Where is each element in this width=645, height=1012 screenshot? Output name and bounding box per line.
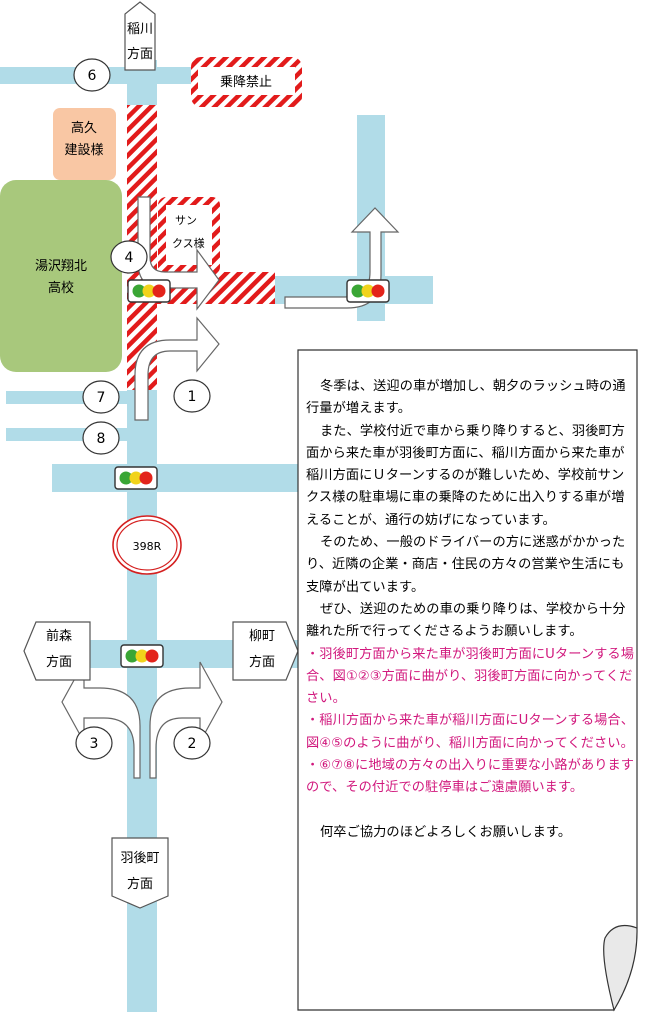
yanagimachi-sign: [232, 621, 299, 681]
traffic-light-1: [127, 279, 171, 303]
marker-6-circle: [73, 58, 111, 92]
inagawa-label-2: 方面: [127, 46, 153, 62]
marker-7-circle: [82, 380, 120, 414]
notice-closing: 何卒ご協力のほどよろしくお願いします。: [320, 824, 572, 840]
marker-6: 6: [88, 68, 97, 84]
school-building: [0, 180, 122, 372]
maemori-label-1: 前森: [46, 628, 72, 644]
notice-bullet-2: ・稲川方面から来た車が稲川方面にUターンする場合、図④⑤のように曲がり、稲川方面…: [306, 713, 634, 751]
ugomachi-sign: [111, 837, 169, 909]
arrow-2-right: [149, 661, 223, 779]
inagawa-sign: [124, 1, 156, 71]
notice-text: 冬季は、送迎の車が増加し、朝夕のラッシュ時の通行量が増えます。 また、学校付近で…: [306, 376, 636, 844]
marker-8: 8: [97, 431, 106, 447]
maemori-label-2: 方面: [46, 654, 72, 670]
traffic-light-3: [114, 466, 158, 490]
marker-7: 7: [97, 390, 106, 406]
marker-4-circle: [110, 240, 148, 274]
arrow-1-right: [134, 316, 220, 421]
marker-1: 1: [188, 389, 197, 405]
number-markers: [73, 58, 211, 760]
direction-signs: [23, 1, 299, 909]
yanagimachi-label-1: 柳町: [249, 629, 275, 644]
takaku-label-1: 高久: [71, 120, 97, 136]
marker-2: 2: [188, 736, 197, 752]
notice-paragraph-4: ぜひ、送迎のための車の乗り降りは、学校から十分離れた所で行ってくださるようお願い…: [306, 601, 626, 640]
notice-paper: [297, 349, 638, 1012]
maemori-sign: [23, 621, 91, 681]
notice-bullet-1: ・羽後町方面から来た車が羽後町方面にUターンする場合、図①②③方面に曲がり、羽後…: [306, 646, 634, 707]
notice-paragraph-1: 冬季は、送迎の車が増加し、朝夕のラッシュ時の通行量が増えます。: [306, 379, 626, 417]
notice-paragraph-2: また、学校付近で車から乗り降りすると、羽後町方面から来た車が羽後町方面に、稲川方…: [306, 423, 626, 528]
marker-8-circle: [82, 421, 120, 455]
traffic-lights: [114, 279, 390, 668]
school-label-2: 高校: [48, 280, 74, 296]
marker-4: 4: [125, 250, 134, 266]
sanks-label-1: サン: [175, 214, 197, 227]
notice-paragraph-3: そのため、一般のドライバーの方に迷惑がかかったり、近隣の企業・商店・住民の方々の…: [306, 535, 626, 595]
cross-road: [52, 464, 300, 492]
route-398-badge: [112, 515, 182, 575]
marker-3: 3: [90, 736, 99, 752]
inagawa-label-1: 稲川: [127, 22, 153, 37]
ugomachi-label-1: 羽後町: [120, 851, 159, 866]
traffic-light-2: [346, 279, 390, 303]
marker-2-circle: [173, 726, 211, 760]
takaku-label-2: 建設様: [64, 142, 103, 158]
marker-1-circle: [173, 379, 211, 413]
marker-3-circle: [75, 726, 113, 760]
takaku-building: [53, 108, 116, 180]
ugomachi-label-2: 方面: [127, 876, 153, 892]
traffic-light-4: [120, 644, 164, 668]
sanks-label-2: クス様: [172, 236, 205, 250]
notice-bullet-3: ・⑥⑦⑧に地域の方々の出入りに重要な小路がありますので、その付近での駐停車はご遠…: [306, 758, 635, 796]
no-stopping-label: 乗降禁止: [220, 75, 272, 90]
yanagimachi-label-2: 方面: [249, 654, 275, 670]
school-label-1: 湯沢翔北: [35, 259, 87, 274]
route-label: 398R: [133, 540, 162, 553]
